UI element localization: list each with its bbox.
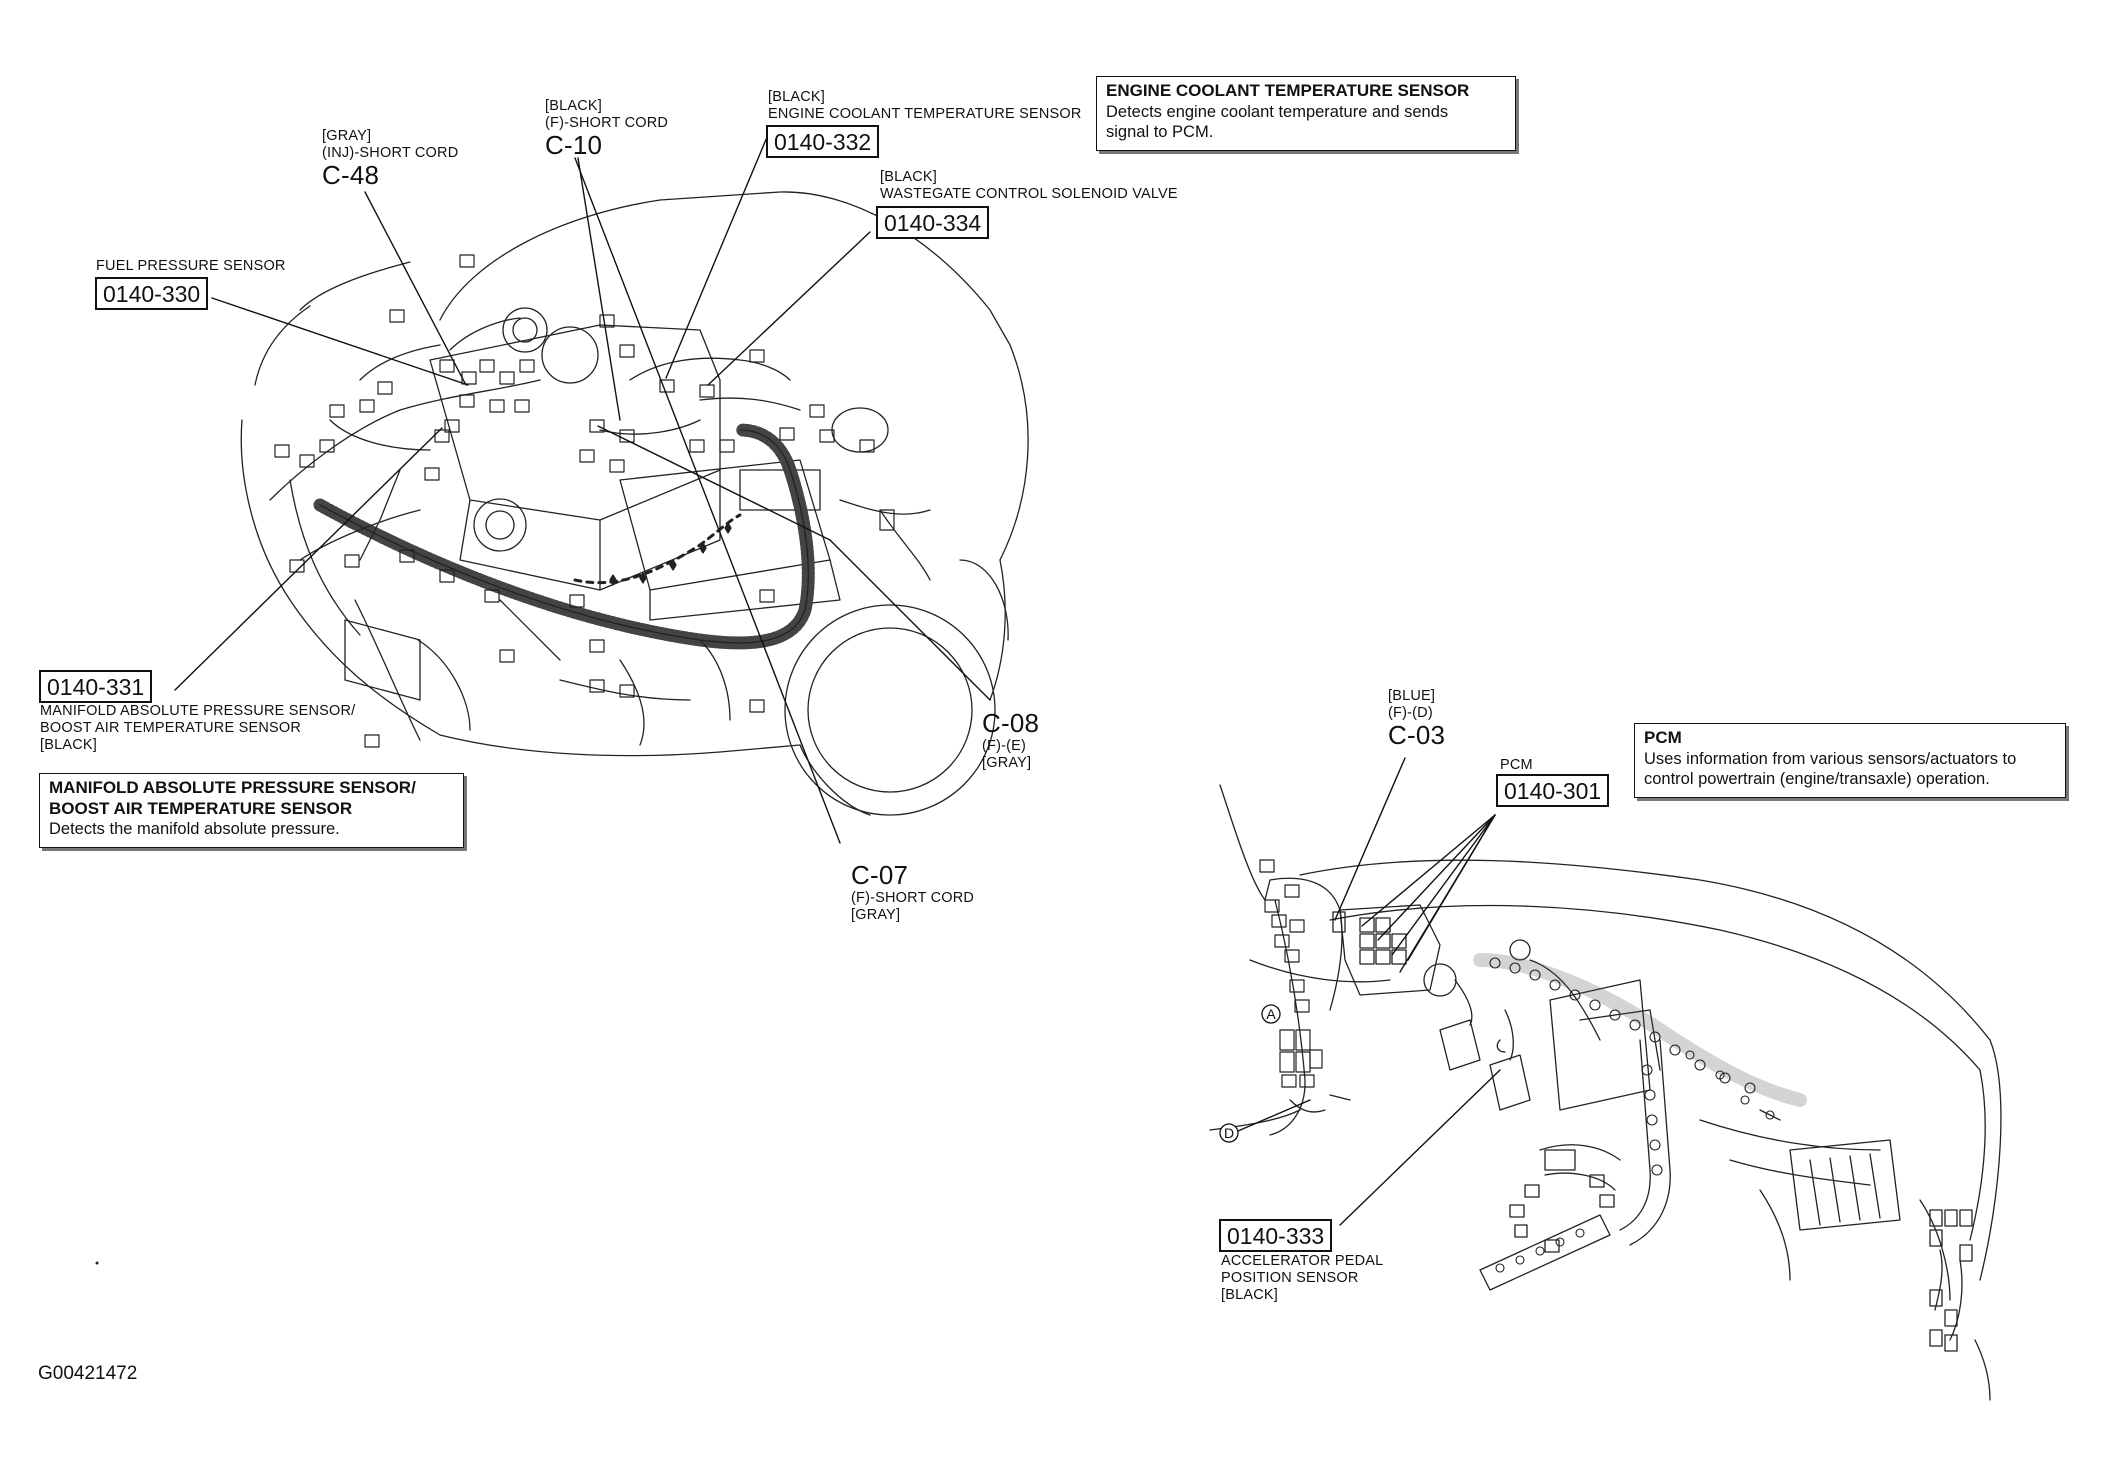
c08-desc: (F)-(E)	[982, 738, 1027, 754]
c03-color: [BLUE]	[1388, 688, 1436, 704]
map-component-label: MANIFOLD ABSOLUTE PRESSURE SENSOR/ BOOST…	[40, 703, 355, 754]
app-color: [BLACK]	[1221, 1287, 1279, 1304]
map-name-line2: BOOST AIR TEMPERATURE SENSOR	[40, 720, 302, 737]
engine-bay-sketch	[240, 191, 1029, 816]
cabin-leader-lines	[1237, 757, 1501, 1226]
wastegate-code-box: 0140-334	[876, 206, 990, 239]
ect-code-box: 0140-332	[766, 125, 880, 158]
wastegate-name: WASTEGATE CONTROL SOLENOID VALVE	[880, 186, 1178, 203]
pcm-info-line1: Uses information from various sensors/ac…	[1644, 749, 2017, 768]
fuel-pressure-name: FUEL PRESSURE SENSOR	[96, 258, 286, 274]
ect-info-line1: Detects engine coolant temperature and s…	[1106, 102, 1449, 121]
map-info-box: MANIFOLD ABSOLUTE PRESSURE SENSOR/ BOOST…	[39, 773, 464, 849]
figure-id: G00421472	[38, 1363, 138, 1384]
c07-color: [GRAY]	[851, 907, 901, 924]
pcm-info-title: PCM	[1644, 728, 1682, 747]
app-name-line2: POSITION SENSOR	[1221, 1270, 1359, 1287]
c10-desc: (F)-SHORT CORD	[545, 115, 669, 132]
pcm-code-box: 0140-301	[1496, 774, 1610, 807]
app-code-box: 0140-333	[1219, 1219, 1333, 1252]
marker-d: D	[1224, 1125, 1234, 1141]
c10-code: C-10	[545, 130, 603, 161]
map-info-line1: Detects the manifold absolute pressure.	[49, 820, 340, 839]
fuel-pressure-code-box: 0140-330	[95, 277, 209, 310]
c03-desc: (F)-(D)	[1388, 705, 1433, 722]
app-component-label: ACCELERATOR PEDAL POSITION SENSOR [BLACK…	[1221, 1253, 1383, 1304]
ect-name: ENGINE COOLANT TEMPERATURE SENSOR	[768, 106, 1082, 123]
c48-label: [GRAY] (INJ)-SHORT CORD C-48	[322, 128, 458, 188]
c10-label: [BLACK] (F)-SHORT CORD C-10	[545, 98, 668, 158]
map-name-line1: MANIFOLD ABSOLUTE PRESSURE SENSOR/	[40, 703, 356, 719]
c08-label: C-08 (F)-(E) [GRAY]	[982, 710, 1039, 772]
dashboard-sketch	[1209, 784, 2002, 1401]
c48-code: C-48	[322, 160, 380, 191]
map-color: [BLACK]	[40, 737, 98, 754]
engine-leader-lines	[174, 129, 991, 844]
pcm-name: PCM	[1500, 757, 1533, 773]
ect-color: [BLACK]	[768, 89, 826, 105]
pcm-info-line2: control powertrain (engine/transaxle) op…	[1644, 770, 1990, 789]
map-code-box: 0140-331	[39, 670, 153, 703]
ect-info-line2: signal to PCM.	[1106, 123, 1214, 142]
ect-component-label: [BLACK] ENGINE COOLANT TEMPERATURE SENSO…	[768, 89, 1082, 123]
c03-code: C-03	[1388, 720, 1446, 751]
ect-info-title: ENGINE COOLANT TEMPERATURE SENSOR	[1106, 81, 1470, 100]
c07-desc: (F)-SHORT CORD	[851, 890, 975, 906]
c07-code: C-07	[851, 860, 909, 890]
marker-a: A	[1266, 1006, 1276, 1022]
c48-desc: (INJ)-SHORT CORD	[322, 145, 459, 162]
c08-color: [GRAY]	[982, 755, 1032, 772]
app-name-line1: ACCELERATOR PEDAL	[1221, 1253, 1384, 1269]
map-info-title-line1: MANIFOLD ABSOLUTE PRESSURE SENSOR/	[49, 778, 416, 797]
wastegate-color: [BLACK]	[880, 169, 938, 185]
ect-info-box: ENGINE COOLANT TEMPERATURE SENSOR Detect…	[1096, 76, 1516, 151]
c07-label: C-07 (F)-SHORT CORD [GRAY]	[851, 862, 974, 924]
c48-color: [GRAY]	[322, 128, 372, 144]
map-info-title-line2: BOOST AIR TEMPERATURE SENSOR	[49, 798, 353, 818]
c10-color: [BLACK]	[545, 98, 603, 114]
wastegate-component-label: [BLACK] WASTEGATE CONTROL SOLENOID VALVE	[880, 169, 1178, 203]
c03-label: [BLUE] (F)-(D) C-03	[1388, 688, 1445, 748]
c08-code: C-08	[982, 708, 1040, 738]
pcm-info-box: PCM Uses information from various sensor…	[1634, 723, 2066, 798]
